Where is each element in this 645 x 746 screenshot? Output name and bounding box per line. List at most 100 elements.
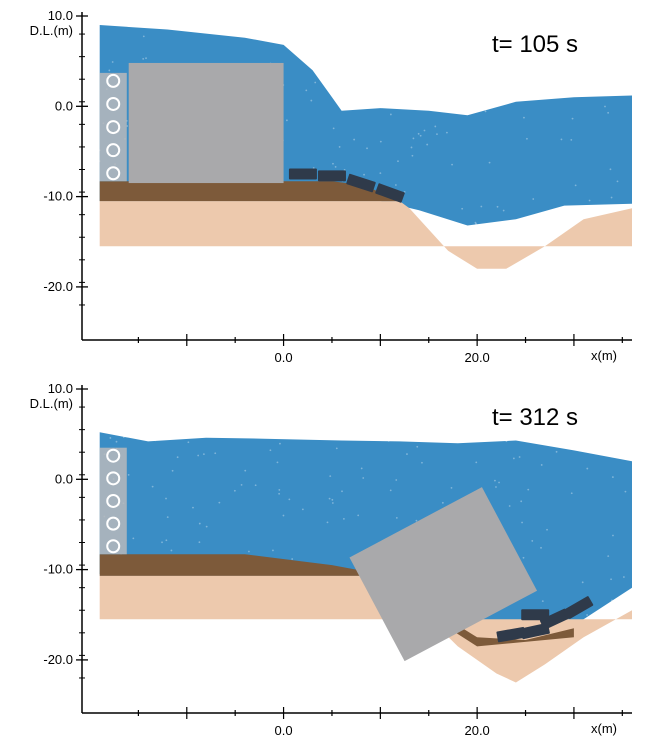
water-particle <box>176 670 179 672</box>
water-particle <box>127 473 130 476</box>
x-tick-label: 20.0 <box>464 350 489 365</box>
water-particle <box>519 226 522 228</box>
water-particle <box>366 147 368 150</box>
water-particle <box>345 61 347 64</box>
water-particle <box>331 498 334 501</box>
water-particle <box>264 290 267 292</box>
water-particle <box>555 450 558 453</box>
water-particle <box>305 89 308 92</box>
water-particle <box>426 143 429 146</box>
time-label: t= 312 s <box>492 404 578 431</box>
water-particle <box>412 137 415 140</box>
water-particle <box>387 440 390 442</box>
water-particle <box>385 674 388 677</box>
water-particle <box>341 275 344 277</box>
water-particle <box>256 434 259 437</box>
water-particle <box>450 486 453 489</box>
water-particle <box>242 639 245 642</box>
water-particle <box>379 296 382 298</box>
water-particle <box>585 655 587 658</box>
y-tick-label: 10.0 <box>48 381 73 396</box>
breakwater-cell <box>106 120 121 135</box>
water-particle <box>255 312 258 315</box>
water-particle <box>546 528 548 531</box>
water-particle <box>494 479 496 482</box>
water-particle <box>498 481 500 484</box>
water-particle <box>574 184 577 187</box>
water-particle <box>401 433 404 436</box>
water-particle <box>192 30 195 32</box>
water-particle <box>269 449 272 452</box>
water-particle <box>142 35 145 38</box>
water-particle <box>450 274 453 277</box>
water-particle <box>198 522 201 525</box>
y-tick-label: -10.0 <box>43 189 73 204</box>
water-particle <box>306 24 309 27</box>
water-particle <box>495 418 498 420</box>
water-particle <box>526 137 528 140</box>
water-particle <box>332 127 335 130</box>
water-particle <box>575 93 578 96</box>
water-particle <box>615 604 618 607</box>
water-particle <box>538 236 541 239</box>
water-particle <box>250 247 252 250</box>
water-particle <box>506 40 509 42</box>
water-particle <box>283 678 286 681</box>
y-tick-label: 10.0 <box>48 8 73 23</box>
armor-block <box>346 173 376 193</box>
breakwater-cell <box>106 96 121 111</box>
water-particle <box>301 42 303 44</box>
water-particle <box>347 310 350 313</box>
water-particle <box>355 107 358 109</box>
water-particle <box>343 420 346 423</box>
water-particle <box>356 89 359 92</box>
breakwater-body <box>99 447 127 555</box>
water-particle <box>210 631 212 634</box>
y-axis-label: D.L.(m) <box>30 23 73 38</box>
water-particle <box>445 648 448 651</box>
water-particle <box>141 291 143 293</box>
water-particle <box>107 249 110 252</box>
water-particle <box>622 576 625 578</box>
water-particle <box>121 643 124 646</box>
water-particle <box>184 625 187 627</box>
water-particle <box>395 479 398 481</box>
water-particle <box>517 287 520 290</box>
water-particle <box>187 441 190 444</box>
water-particle <box>286 677 289 680</box>
water-particle <box>216 668 219 670</box>
water-particle <box>529 238 532 241</box>
water-particle <box>122 436 125 438</box>
water-particle <box>278 489 281 491</box>
water-particle <box>560 138 563 141</box>
water-particle <box>308 652 311 655</box>
water-particle <box>151 485 154 488</box>
water-particle <box>570 138 573 141</box>
water-particle <box>519 55 522 58</box>
water-particle <box>355 662 358 665</box>
water-particle <box>581 581 584 584</box>
water-particle <box>554 418 557 421</box>
water-particle <box>410 146 413 149</box>
water-particle <box>254 621 257 624</box>
water-particle <box>360 42 363 45</box>
y-tick-label: 0.0 <box>55 471 73 486</box>
water-particle <box>461 207 464 210</box>
y-axis-label: D.L.(m) <box>30 396 73 411</box>
water-particle <box>334 166 337 168</box>
water-particle <box>207 395 210 398</box>
water-particle <box>349 85 352 88</box>
water-particle <box>607 71 610 74</box>
water-particle <box>328 497 331 500</box>
water-particle <box>188 26 191 29</box>
water-particle <box>187 15 190 18</box>
water-particle <box>523 116 525 119</box>
caisson <box>349 487 538 662</box>
seabed-layer <box>99 575 632 683</box>
water-particle <box>436 133 438 136</box>
breakwater-cell <box>106 493 121 508</box>
water-particle <box>609 168 612 171</box>
water-particle <box>415 519 418 522</box>
